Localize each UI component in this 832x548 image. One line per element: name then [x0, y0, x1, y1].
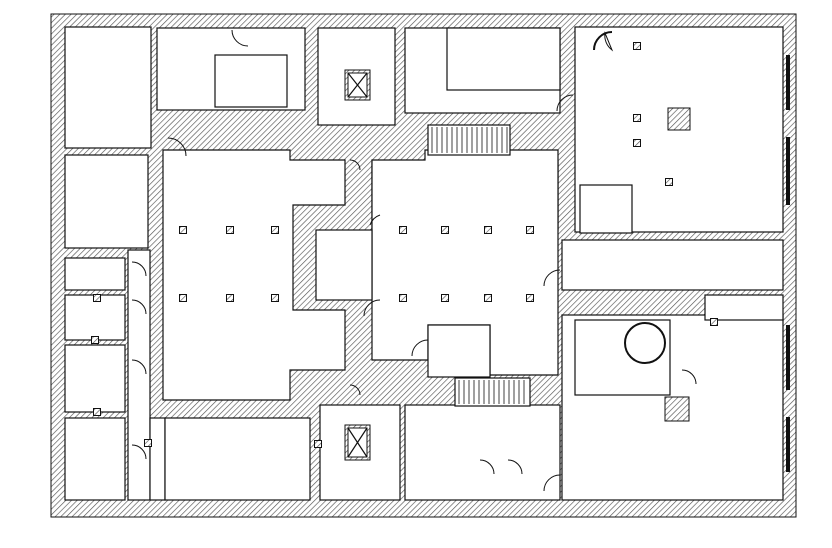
- column: [179, 294, 187, 302]
- column: [179, 226, 187, 234]
- column: [93, 294, 101, 302]
- room-top-left: [64, 26, 152, 149]
- room-center-middle: [315, 229, 373, 301]
- doors: [131, 29, 697, 492]
- rooms: [64, 26, 784, 501]
- column: [665, 178, 673, 186]
- column: [441, 226, 449, 234]
- column: [633, 114, 641, 122]
- pillar-bottom-right: [664, 396, 690, 422]
- column: [271, 226, 279, 234]
- corridor-right: [561, 239, 784, 291]
- column: [633, 42, 641, 50]
- column: [144, 439, 152, 447]
- spiral-stair-bottom: [624, 322, 666, 364]
- columns: [91, 42, 718, 448]
- column: [526, 294, 534, 302]
- room-top-3: [446, 27, 561, 91]
- windows: [786, 55, 790, 472]
- column: [399, 294, 407, 302]
- room-left-small-2: [64, 294, 126, 341]
- column: [226, 294, 234, 302]
- pillar-top-right: [667, 107, 691, 131]
- stair-bottom: [454, 377, 531, 407]
- column: [633, 139, 641, 147]
- spiral-stair-top: [593, 31, 613, 51]
- column: [526, 226, 534, 234]
- room-left-small-3: [64, 344, 126, 413]
- column: [271, 294, 279, 302]
- room-left-small-1: [64, 257, 126, 291]
- column: [91, 336, 99, 344]
- room-center-box: [427, 324, 491, 378]
- column: [226, 226, 234, 234]
- window: [786, 417, 790, 472]
- column: [399, 226, 407, 234]
- room-left: [64, 154, 149, 249]
- column: [484, 226, 492, 234]
- stairs: [427, 31, 666, 407]
- window: [786, 55, 790, 110]
- elevators: [344, 69, 371, 461]
- stair-top: [427, 124, 511, 156]
- corridor-left: [127, 249, 151, 501]
- column: [314, 440, 322, 448]
- hall-left: [162, 149, 346, 401]
- column: [710, 318, 718, 326]
- column: [441, 294, 449, 302]
- bathroom-top: [214, 54, 288, 108]
- room-left-small-4: [64, 417, 126, 501]
- column: [484, 294, 492, 302]
- corridor-left-end: [149, 417, 166, 501]
- column: [93, 408, 101, 416]
- window: [786, 137, 790, 205]
- room-bottom-2: [404, 404, 561, 501]
- room-bottom-1: [164, 417, 311, 501]
- window: [786, 325, 790, 390]
- room-bottom-right-top: [704, 294, 784, 321]
- restroom-right: [579, 184, 633, 234]
